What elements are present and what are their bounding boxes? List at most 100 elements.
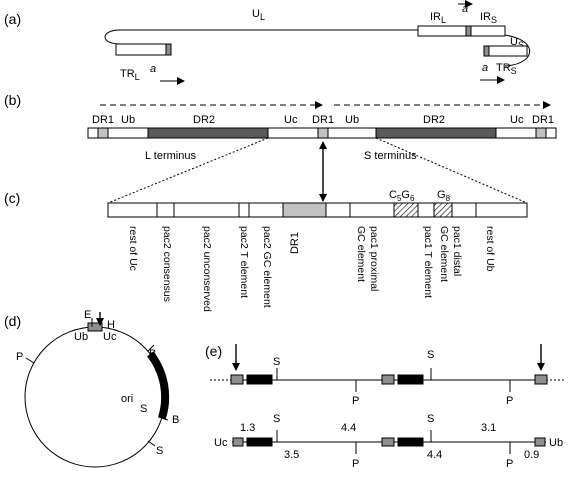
trs-a-box bbox=[483, 45, 490, 57]
seg-dr1-2: DR1 bbox=[312, 114, 334, 126]
vlabel-pac1-t-element: pac1 T element bbox=[422, 226, 434, 298]
g8-label: G8 bbox=[437, 189, 451, 203]
g8-hatch bbox=[433, 202, 453, 218]
dr1-box-left bbox=[97, 127, 109, 139]
a-left-label: a bbox=[150, 63, 156, 75]
zoom-line-right bbox=[375, 137, 528, 204]
irs-box bbox=[470, 25, 506, 37]
e2-n13: 1.3 bbox=[240, 422, 255, 434]
e2-s2-label: S bbox=[427, 413, 434, 425]
vlabel-pac1-distal: pac1 distal bbox=[451, 226, 463, 276]
panel-b-label: (b) bbox=[4, 92, 21, 108]
seg-uc-1: Uc bbox=[284, 114, 298, 126]
e2-black-1 bbox=[246, 437, 273, 447]
trs-box bbox=[488, 45, 528, 57]
ul-label: UL bbox=[252, 8, 265, 22]
seg-dr2-2: DR2 bbox=[423, 114, 445, 126]
dr1-box-mid bbox=[317, 127, 329, 139]
us-label: US bbox=[510, 36, 524, 50]
e1-s2-label: S bbox=[427, 349, 434, 361]
e2-uc-label: Uc bbox=[214, 437, 228, 449]
vlabel-pac2-t-element: pac2 T element bbox=[238, 226, 250, 298]
e2-n35: 3.5 bbox=[284, 449, 299, 461]
l-terminus-label: L terminus bbox=[145, 150, 196, 162]
a-top-label: a bbox=[462, 3, 468, 15]
vlabel-pac1-distal-gc: GC element bbox=[438, 226, 450, 282]
e1-black-2 bbox=[397, 374, 424, 385]
panel-c: (c) DR1 C5G6 G8 rest of Uc pac2 consensu… bbox=[4, 174, 528, 312]
e1-gray-2 bbox=[381, 374, 395, 385]
a-right-label: a bbox=[482, 62, 488, 74]
e2-n44a: 4.4 bbox=[341, 422, 356, 434]
irl-box bbox=[417, 25, 467, 37]
uc-d-label: Uc bbox=[103, 331, 117, 343]
p-tick bbox=[25, 357, 35, 364]
p-d-label: P bbox=[16, 351, 23, 363]
e2-n09: 0.9 bbox=[524, 449, 539, 461]
e1-gray-1 bbox=[230, 374, 244, 385]
s-terminus-label: S terminus bbox=[364, 150, 417, 162]
dr1-box-right bbox=[535, 127, 547, 139]
seg-dr2-1: DR2 bbox=[193, 114, 215, 126]
plasmid-circle bbox=[24, 326, 166, 468]
ub-d-label: Ub bbox=[74, 331, 88, 343]
ori-label: ori bbox=[121, 393, 133, 405]
seg-uc-2: Uc bbox=[510, 114, 524, 126]
seg-dr1-1: DR1 bbox=[92, 114, 114, 126]
e2-gray-3 bbox=[534, 437, 546, 447]
dr1-insert bbox=[87, 322, 103, 332]
e2-gray-1 bbox=[232, 437, 244, 447]
panel-a: (a) UL IRL a IRS US TRL a a TRS bbox=[4, 0, 531, 85]
panel-e-label: (e) bbox=[205, 343, 222, 359]
irs-label: IRS bbox=[480, 11, 497, 25]
trl-box bbox=[115, 43, 167, 56]
e2-n31: 3.1 bbox=[481, 422, 496, 434]
seg-ub-2: Ub bbox=[345, 114, 359, 126]
dr1-c-label: DR1 bbox=[289, 232, 301, 254]
trl-a-box bbox=[165, 43, 172, 56]
ori-segment bbox=[146, 351, 170, 420]
seg-ub-1: Ub bbox=[121, 114, 135, 126]
e2-p1-label: P bbox=[352, 458, 359, 470]
trl-label: TRL bbox=[120, 68, 140, 82]
e2-p2-label: P bbox=[506, 458, 513, 470]
panel-c-label: (c) bbox=[4, 190, 20, 206]
c5g6-label: C5G6 bbox=[389, 189, 415, 203]
s-inner-label: S bbox=[140, 403, 147, 415]
e1-s1-label: S bbox=[273, 356, 280, 368]
e1-p2-label: P bbox=[506, 395, 513, 407]
panel-d-label: (d) bbox=[4, 313, 21, 329]
dr1-region bbox=[282, 202, 327, 218]
zoom-line-left bbox=[107, 137, 269, 204]
trs-label: TRS bbox=[496, 62, 517, 76]
s-bottom-label: S bbox=[156, 445, 163, 457]
ul-loop bbox=[104, 29, 418, 45]
b-bottom-tick bbox=[161, 417, 169, 421]
a-seq-box bbox=[465, 25, 472, 37]
e2-ub-label: Ub bbox=[549, 437, 563, 449]
b-top-tick bbox=[147, 344, 155, 352]
e2-black-2 bbox=[397, 437, 424, 447]
e1-p1-label: P bbox=[352, 395, 359, 407]
dr2-box-left bbox=[147, 127, 269, 139]
panel-a-label: (a) bbox=[4, 11, 21, 27]
panel-b: (b) DR1 Ub DR2 Uc DR1 Ub DR2 Uc DR1 L te… bbox=[4, 92, 557, 204]
seg-dr1-3: DR1 bbox=[532, 114, 554, 126]
e-label: E bbox=[84, 309, 91, 321]
vlabel-rest-of-uc: rest of Uc bbox=[127, 226, 139, 271]
dr2-box-right bbox=[375, 127, 497, 139]
panel-d: (d) E H Ub Uc P B ori S B S bbox=[4, 309, 179, 468]
irl-label: IRL bbox=[430, 11, 446, 25]
vlabel-pac2-unconserved: pac2 unconserved bbox=[201, 226, 213, 312]
e2-n44b: 4.4 bbox=[427, 449, 442, 461]
vlabel-pac1-proximal: pac1 proximal bbox=[368, 226, 380, 291]
s-bottom-tick bbox=[147, 440, 156, 447]
panel-e: (e) S S P P Uc Ub 1.3 S 4.4 S bbox=[205, 343, 566, 470]
b-bottom-label: B bbox=[172, 414, 179, 426]
vlabel-pac2-gc-element: pac2 GC element bbox=[261, 226, 273, 308]
e2-s1-label: S bbox=[273, 413, 280, 425]
vlabel-pac1-proximal-gc: GC element bbox=[355, 226, 367, 282]
b-top-label: B bbox=[149, 348, 156, 360]
e1-gray-3 bbox=[534, 374, 548, 385]
